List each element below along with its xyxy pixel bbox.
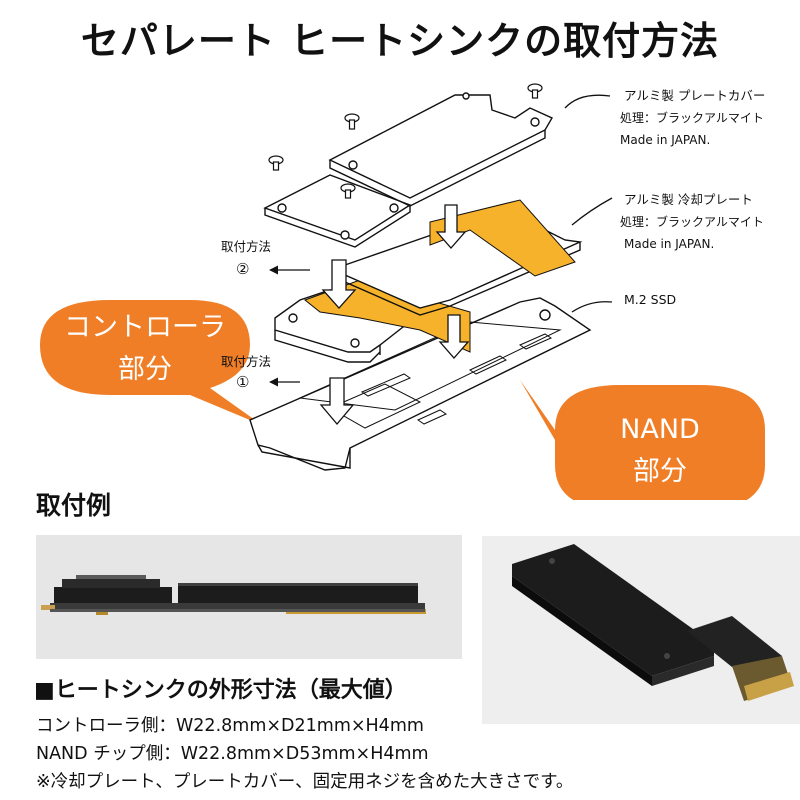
controller-bubble-line2: 部分 xyxy=(118,354,172,385)
step-1-label: ① xyxy=(236,373,250,391)
nand-bubble xyxy=(520,380,765,500)
method-label-2: 取付方法 xyxy=(221,239,272,254)
exploded-diagram xyxy=(40,83,765,500)
plate-process-label: 処理：ブラックアルマイト xyxy=(620,215,764,229)
small-plate-cover xyxy=(263,174,412,248)
ssd-label: M.2 SSD xyxy=(624,292,677,307)
cover-made-label: Made in JAPAN. xyxy=(620,133,711,147)
controller-bubble-line1: コントローラ xyxy=(64,312,226,343)
leader-lines xyxy=(269,94,613,387)
down-arrows xyxy=(319,204,470,426)
large-plate-cover xyxy=(328,92,553,207)
controller-bubble xyxy=(40,300,262,425)
spec-note: ※冷却プレート、プレートカバー、固定用ネジを含めた大きさです。 xyxy=(36,772,574,792)
angled-view-photo xyxy=(482,536,800,724)
spec-heading: ■ヒートシンクの外形寸法（最大値） xyxy=(34,678,407,703)
step-2-label: ② xyxy=(236,260,250,278)
method-label-1: 取付方法 xyxy=(221,354,272,369)
spec-controller: コントローラ側：W22.8mm×D21mm×H4mm xyxy=(36,716,424,736)
page-title: セパレート ヒートシンクの取付方法 xyxy=(80,19,720,63)
nand-bubble-line1: NAND xyxy=(620,414,700,445)
spec-nand: NAND チップ側：W22.8mm×D53mm×H4mm xyxy=(36,744,429,764)
cover-process-label: 処理：ブラックアルマイト xyxy=(620,111,764,125)
nand-bubble-line2: 部分 xyxy=(633,456,687,487)
cover-name-label: アルミ製 プレートカバー xyxy=(624,88,766,103)
plate-name-label: アルミ製 冷却プレート xyxy=(624,192,753,207)
screws xyxy=(268,83,543,199)
plate-tape xyxy=(429,199,576,277)
plate-made-label: Made in JAPAN. xyxy=(624,237,715,251)
side-view-photo xyxy=(36,535,462,659)
ssd-board xyxy=(249,297,592,471)
example-heading: 取付例 xyxy=(36,491,112,520)
